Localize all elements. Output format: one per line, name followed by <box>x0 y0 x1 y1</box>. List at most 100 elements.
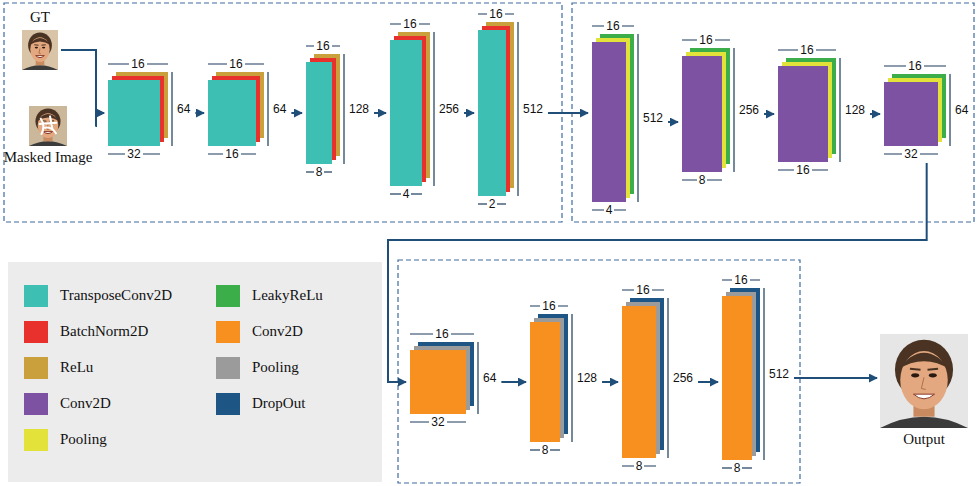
eye <box>929 373 937 377</box>
conv-panel <box>572 3 974 222</box>
mask-stroke <box>40 118 43 135</box>
legend-swatch <box>24 429 48 451</box>
layer-slab <box>530 322 560 442</box>
dimension-label: 16 <box>697 33 714 47</box>
dimension-label: 256 <box>737 103 761 117</box>
nose <box>921 377 925 389</box>
masked-image: Masked Image <box>1 106 96 168</box>
shirt <box>29 141 67 146</box>
layer-slab <box>306 62 332 164</box>
flow-arrow <box>195 112 204 114</box>
layer-block: 16 256 8 <box>678 31 764 189</box>
dimension-label: 16 <box>798 43 815 57</box>
brow <box>34 44 38 45</box>
dimension-label: 16 <box>401 17 418 31</box>
layer-slab <box>478 30 506 196</box>
dimension-line <box>733 48 734 172</box>
layer-block: 165124 <box>588 17 668 219</box>
dimension-label: 16 <box>540 299 557 313</box>
dimension-line <box>839 58 840 162</box>
layer-slab <box>884 82 938 146</box>
layer-slab <box>108 80 160 146</box>
flow-arrow <box>374 112 386 114</box>
eye <box>35 47 38 49</box>
brow <box>41 44 45 45</box>
layer-slab <box>390 40 422 186</box>
layer-slab <box>592 42 626 202</box>
layer-block: 165122 <box>474 5 548 213</box>
dimension-label: 4 <box>604 203 615 217</box>
dimension-line <box>571 314 572 442</box>
dimension-line <box>517 22 518 196</box>
legend-text: Pooling <box>60 431 107 448</box>
dimension-label: 128 <box>575 371 599 385</box>
face-photo <box>22 30 58 70</box>
flow-arrow <box>501 381 526 383</box>
dimension-label: 128 <box>843 103 867 117</box>
legend-text: LeakyReLu <box>252 287 323 304</box>
dimension-label: 8 <box>540 443 551 457</box>
dimension-line <box>637 34 638 202</box>
dimension-label: 16 <box>487 7 504 21</box>
layer-block: 166416 <box>204 55 291 163</box>
layer-block: 165128 <box>718 271 794 477</box>
photo-ground <box>22 30 58 70</box>
dimension-label: 2 <box>487 197 498 211</box>
layer-block: 162564 <box>386 15 464 203</box>
dimension-label: 64 <box>481 371 498 385</box>
image-caption: GT <box>30 9 50 26</box>
legend-swatch <box>24 285 48 307</box>
dimension-label: 16 <box>129 57 146 71</box>
face-photo <box>880 334 968 428</box>
dimension-label: 8 <box>634 459 645 473</box>
mask-stroke <box>39 123 57 124</box>
image-caption: Output <box>903 431 945 448</box>
brow <box>928 368 939 371</box>
layer-slab <box>410 350 466 414</box>
mouth <box>913 394 934 399</box>
shirt <box>22 65 58 70</box>
dimension-line <box>343 54 344 164</box>
mask-stroke <box>44 128 56 134</box>
decoder-panel <box>398 260 800 483</box>
legend-panel <box>8 262 382 482</box>
dimension-label: 32 <box>902 147 919 161</box>
dimension-label: 8 <box>697 173 708 187</box>
shirt <box>880 417 968 428</box>
hair <box>29 38 51 45</box>
flow-arrow <box>794 377 877 379</box>
photo-ground <box>880 334 968 428</box>
mouth <box>36 56 45 58</box>
layer-slab <box>778 66 828 162</box>
flow-arrow <box>61 50 104 113</box>
layer-slab <box>722 296 752 460</box>
photo-ground <box>29 106 67 146</box>
mouth <box>43 132 52 134</box>
legend-text: Pooling <box>252 359 299 376</box>
legend-text: BatchNorm2D <box>60 323 148 340</box>
dimension-line <box>433 32 434 186</box>
dimension-label: 16 <box>433 327 450 341</box>
legend-text: Conv2D <box>60 395 111 412</box>
eye <box>911 373 919 377</box>
legend-swatch <box>216 321 240 343</box>
layer-block: 16 128 16 <box>774 41 870 179</box>
legend-swatch <box>216 285 240 307</box>
flow-arrow <box>764 113 774 115</box>
hair <box>898 353 951 370</box>
flow-arrow <box>291 112 302 114</box>
hair <box>37 114 60 121</box>
dimension-label: 16 <box>794 163 811 177</box>
dimension-label: 64 <box>271 102 288 116</box>
dimension-line <box>949 74 950 146</box>
dimension-line <box>667 298 668 458</box>
dimension-label: 64 <box>175 102 192 116</box>
flow-arrow <box>698 381 718 383</box>
dimension-line <box>477 342 478 414</box>
dimension-label: 8 <box>732 461 743 475</box>
dimension-label: 512 <box>767 367 791 381</box>
dimension-label: 32 <box>429 415 446 429</box>
legend-swatch <box>24 357 48 379</box>
